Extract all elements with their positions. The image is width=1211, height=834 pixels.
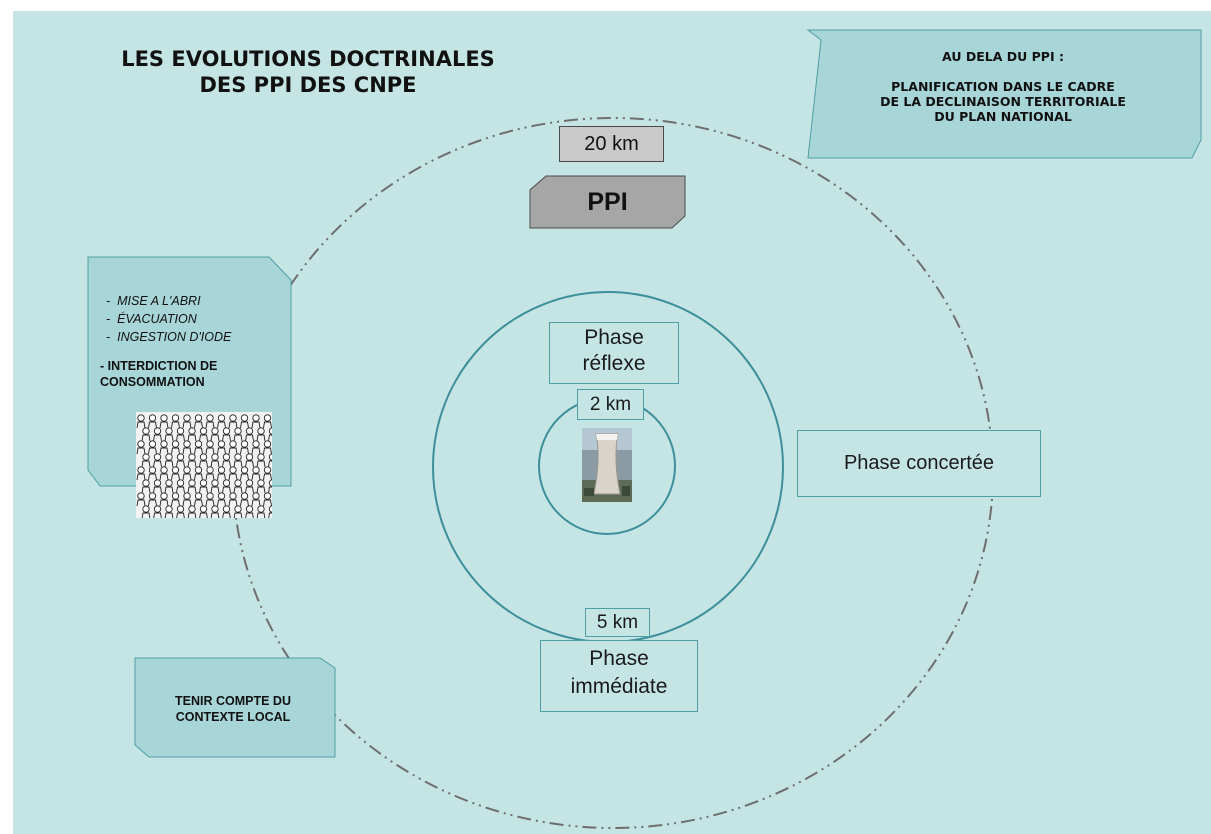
bottom-left-note-shape [134,657,336,758]
consumption-ban: - INTERDICTION DE CONSOMMATION [100,359,218,389]
phase-immediate-line-1: Phase [589,647,649,670]
bottom-left-note: TENIR COMPTE DU CONTEXTE LOCAL [148,693,318,725]
left-note: - MISE A L'ABRI - ÉVACUATION - INGESTION… [100,292,286,390]
left-note-item-2: - ÉVACUATION [106,312,197,326]
bottom-left-note-line-1: TENIR COMPTE DU [175,694,291,708]
phase-immediate-line-2: immédiate [570,675,668,698]
phase-reflexe-label: Phase réflexe [549,322,679,384]
top-right-note: AU DELA DU PPI : PLANIFICATION DANS LE C… [830,49,1176,124]
middle-ring-label: 5 km [585,608,650,637]
cooling-tower-image [582,428,632,502]
phase-immediate-label: Phase immédiate [540,640,698,712]
top-right-note-line-2: DE LA DECLINAISON TERRITORIALE [880,94,1126,109]
phase-concertee-label: Phase concertée [797,430,1041,497]
bottom-left-note-line-2: CONTEXTE LOCAL [175,710,291,724]
diagram-title: LES EVOLUTIONS DOCTRINALES DES PPI DES C… [78,46,538,98]
phase-reflexe-line-1: Phase [584,326,644,349]
left-note-item-1: - MISE A L'ABRI [106,294,201,308]
crowd-image [136,412,272,518]
phase-reflexe-line-2: réflexe [582,352,646,375]
outer-ring-label: 20 km [559,126,664,162]
measure-evacuation: ÉVACUATION [117,312,197,326]
inner-ring-label: 2 km [577,389,644,420]
title-line-2: DES PPI DES CNPE [199,73,417,97]
top-right-note-heading: AU DELA DU PPI : [942,49,1064,64]
left-note-item-3: - INGESTION D'IODE [106,330,232,344]
ppi-label: PPI [587,188,628,216]
top-right-note-line-1: PLANIFICATION DANS LE CADRE [891,79,1115,94]
top-right-note-line-3: DU PLAN NATIONAL [934,109,1072,124]
measure-shelter: MISE A L'ABRI [117,294,201,308]
ppi-tab-shape [529,175,686,229]
measure-iodine: INGESTION D'IODE [117,330,232,344]
title-line-1: LES EVOLUTIONS DOCTRINALES [121,47,495,71]
top-right-note-shape [806,29,1202,159]
